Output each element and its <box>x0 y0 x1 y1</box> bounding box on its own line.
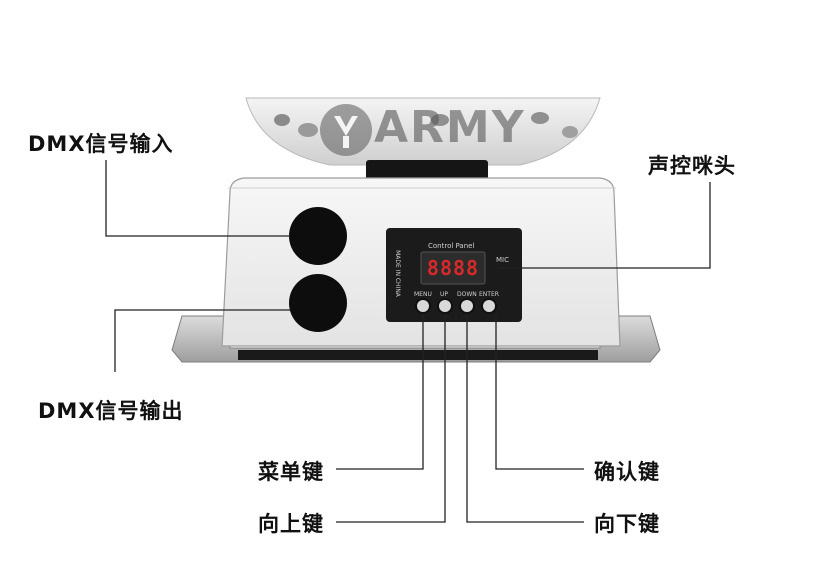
panel-made-in: MADE IN CHINA <box>393 250 401 297</box>
led-display <box>420 251 486 285</box>
button-label-menu: MENU <box>414 291 432 298</box>
label-confirm-key: 确认键 <box>594 460 660 484</box>
down-button[interactable] <box>459 298 475 314</box>
up-button[interactable] <box>437 298 453 314</box>
fixture-neck <box>366 160 488 182</box>
button-label-enter: ENTER <box>479 291 499 298</box>
menu-button[interactable] <box>415 298 431 314</box>
brand-watermark: ARMY <box>312 98 524 162</box>
brand-logo-icon <box>320 104 372 156</box>
button-label-down: DOWN <box>457 291 477 298</box>
dmx-output-socket <box>289 274 347 332</box>
control-panel <box>386 228 522 322</box>
panel-mic-label: MIC <box>496 256 509 264</box>
leader-lines <box>105 160 711 523</box>
label-up-key: 向上键 <box>258 512 324 536</box>
button-label-up: UP <box>440 291 449 298</box>
enter-button[interactable] <box>481 298 497 314</box>
dmx-input-socket <box>289 207 347 265</box>
panel-title: Control Panel <box>428 242 475 250</box>
brand-watermark-text: ARMY <box>374 102 526 153</box>
label-down-key: 向下键 <box>594 512 660 536</box>
label-dmx-output: DMX信号输出 <box>38 399 184 423</box>
label-mic: 声控咪头 <box>648 154 736 178</box>
led-display-digits: 8888 <box>426 256 480 280</box>
label-menu-key: 菜单键 <box>258 460 324 484</box>
label-dmx-input: DMX信号输入 <box>28 132 174 156</box>
